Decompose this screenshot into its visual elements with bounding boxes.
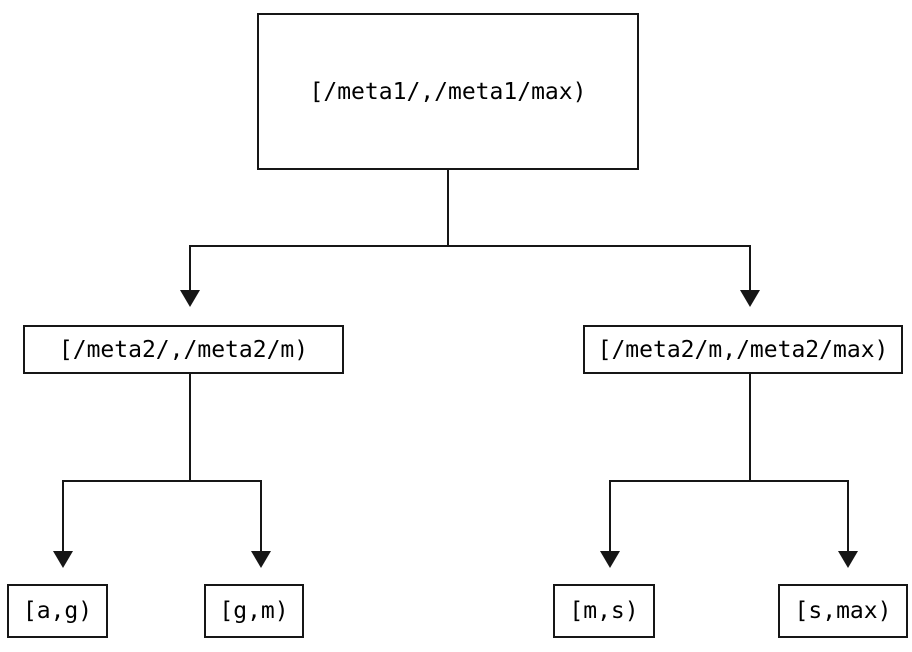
- node-meta2-left-label: [/meta2/,/meta2/m): [58, 336, 309, 363]
- leaf-m-s: [m,s): [553, 584, 655, 638]
- down-arrow-icon: [53, 551, 73, 568]
- down-arrow-icon: [180, 290, 200, 307]
- leaf-s-max-label: [s,max): [794, 598, 892, 624]
- node-meta2-right-label: [/meta2/m,/meta2/max): [597, 336, 889, 363]
- connector-root-stub: [447, 170, 449, 246]
- connector-left-rail-left-drop: [62, 480, 64, 551]
- connector-right-stub: [749, 374, 751, 482]
- connector-level1-left-drop: [189, 245, 191, 291]
- down-arrow-icon: [838, 551, 858, 568]
- leaf-a-g-label: [a,g): [22, 598, 93, 624]
- connector-left-rail-right-drop: [260, 480, 262, 551]
- connector-right-rail-left-drop: [609, 480, 611, 551]
- node-root: [/meta1/,/meta1/max): [257, 13, 639, 170]
- connector-right-rail-right-drop: [847, 480, 849, 551]
- leaf-s-max: [s,max): [778, 584, 908, 638]
- connector-level1-right-drop: [749, 245, 751, 291]
- connector-left-rail: [62, 480, 262, 482]
- leaf-g-m: [g,m): [204, 584, 304, 638]
- connector-level1-rail: [189, 245, 751, 247]
- node-meta2-right: [/meta2/m,/meta2/max): [583, 325, 903, 374]
- down-arrow-icon: [600, 551, 620, 568]
- down-arrow-icon: [740, 290, 760, 307]
- connector-left-stub: [189, 374, 191, 482]
- leaf-a-g: [a,g): [7, 584, 108, 638]
- node-root-label: [/meta1/,/meta1/max): [309, 78, 587, 105]
- down-arrow-icon: [251, 551, 271, 568]
- node-meta2-left: [/meta2/,/meta2/m): [23, 325, 344, 374]
- leaf-m-s-label: [m,s): [569, 598, 639, 624]
- connector-right-rail: [609, 480, 849, 482]
- leaf-g-m-label: [g,m): [219, 598, 289, 624]
